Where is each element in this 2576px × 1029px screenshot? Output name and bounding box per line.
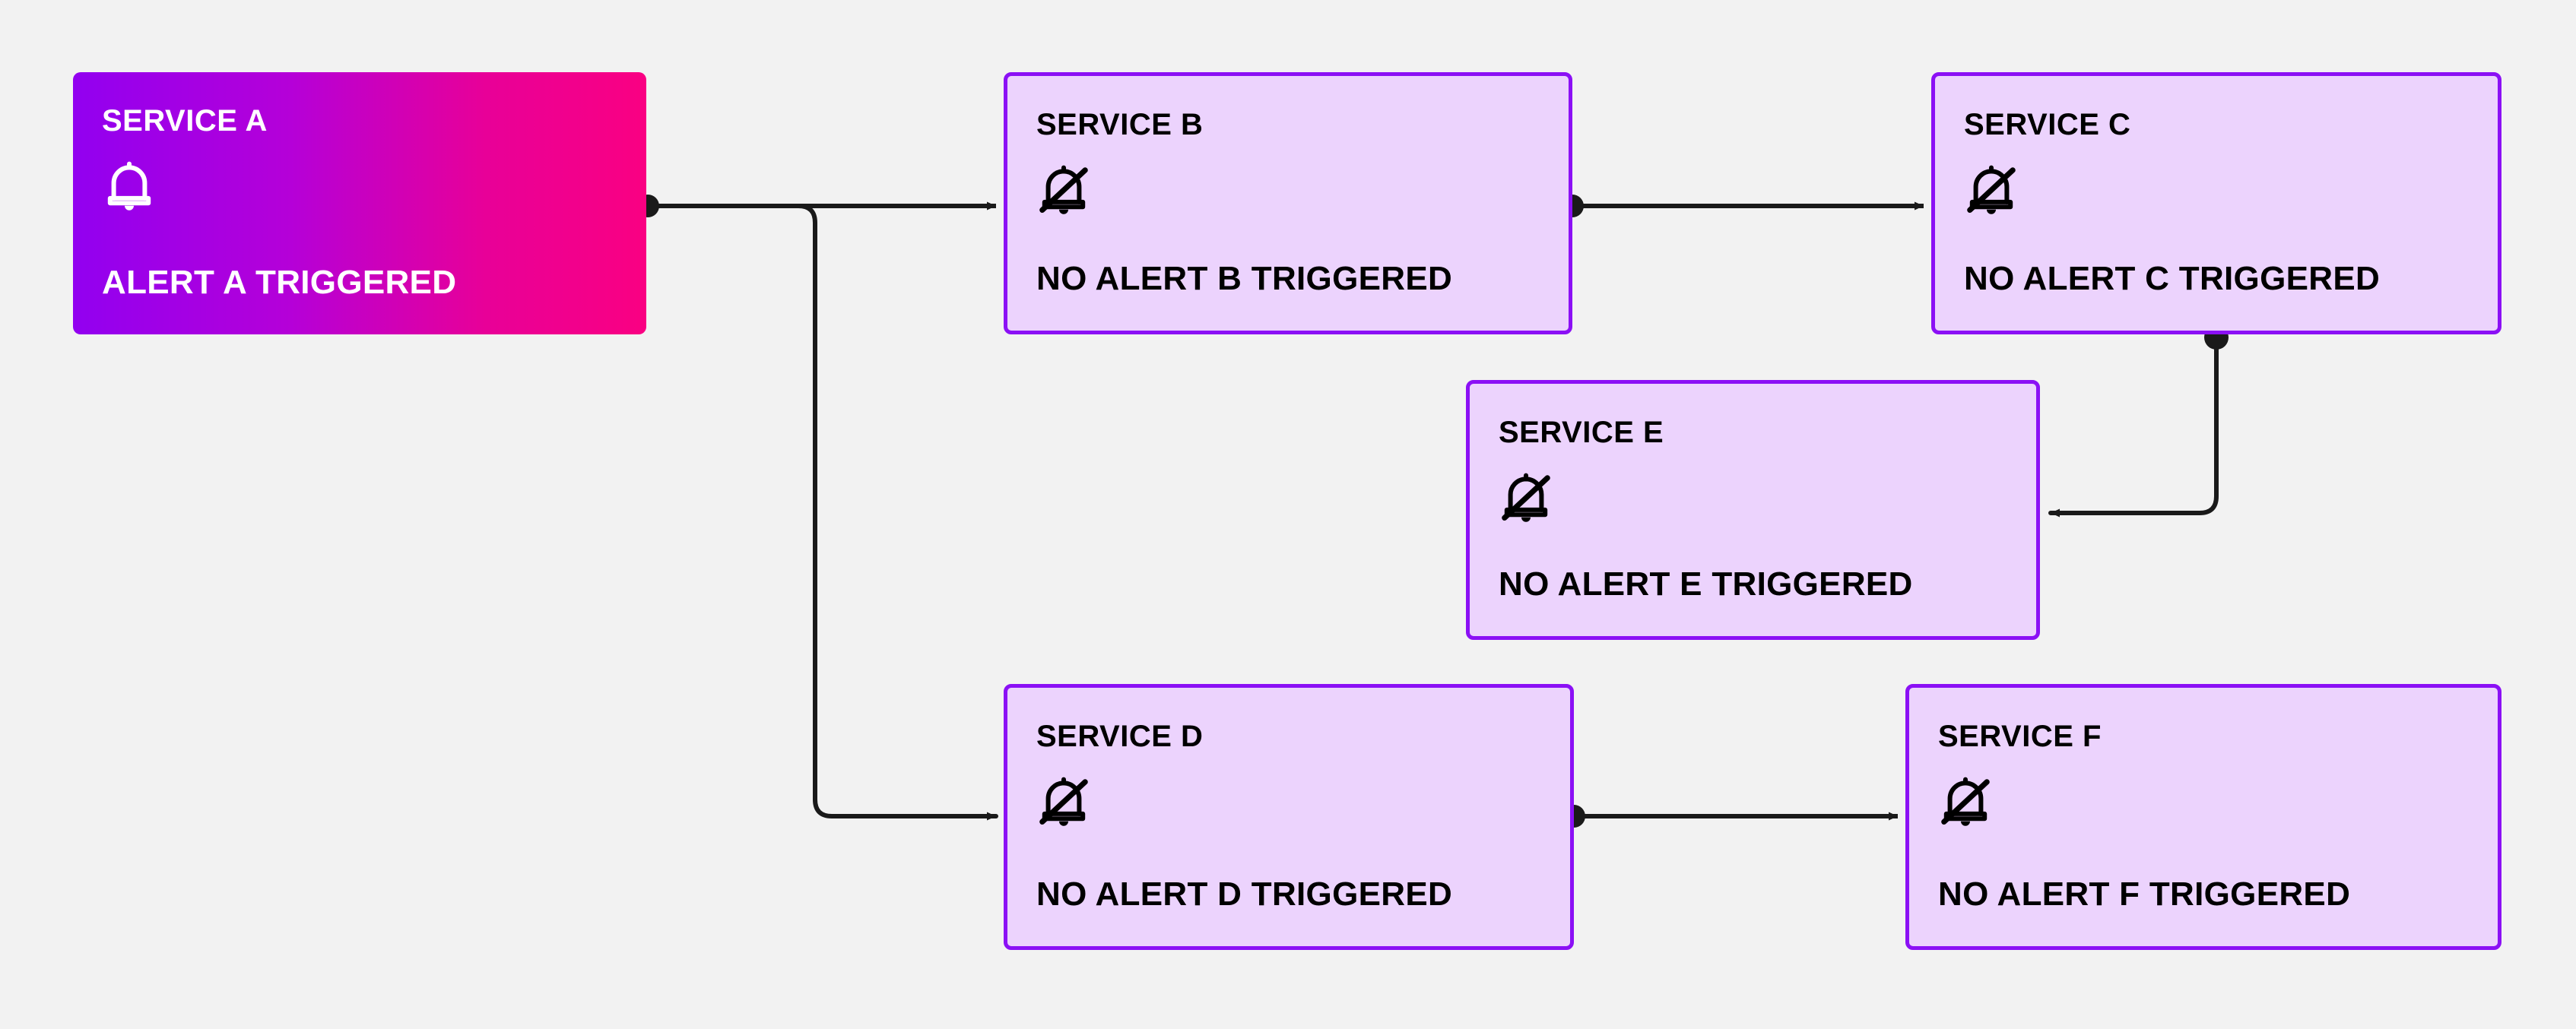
- service-node-e[interactable]: SERVICE E NO ALERT E TRIGGERED: [1466, 380, 2040, 640]
- service-node-c-title: SERVICE C: [1964, 108, 2131, 141]
- edge-path-c-e: [2048, 343, 2219, 518]
- service-node-b[interactable]: SERVICE B NO ALERT B TRIGGERED: [1004, 72, 1572, 334]
- edge-path-a-d: [653, 204, 998, 821]
- bell-off-icon: [1499, 470, 1553, 525]
- bell-ringing-icon: [102, 159, 157, 214]
- service-node-e-status: NO ALERT E TRIGGERED: [1499, 565, 1913, 603]
- service-node-f-status: NO ALERT F TRIGGERED: [1938, 875, 2351, 913]
- edge-a-to-d: [653, 204, 998, 821]
- service-node-f-title: SERVICE F: [1938, 720, 2102, 753]
- service-node-d-status: NO ALERT D TRIGGERED: [1036, 875, 1453, 913]
- bell-off-icon: [1036, 163, 1091, 217]
- edge-c-to-e: [2048, 325, 2229, 518]
- service-node-a-status: ALERT A TRIGGERED: [102, 264, 457, 301]
- bell-off-icon: [1036, 774, 1091, 829]
- service-node-a[interactable]: SERVICE A ALERT A TRIGGERED: [73, 72, 646, 334]
- service-node-d[interactable]: SERVICE D NO ALERT D TRIGGERED: [1004, 684, 1574, 950]
- service-node-b-status: NO ALERT B TRIGGERED: [1036, 260, 1453, 297]
- service-node-d-title: SERVICE D: [1036, 720, 1204, 753]
- bell-off-icon: [1964, 163, 2019, 217]
- edge-b-to-c: [1561, 195, 1924, 217]
- service-node-e-title: SERVICE E: [1499, 416, 1664, 449]
- service-node-c[interactable]: SERVICE C NO ALERT C TRIGGERED: [1931, 72, 2501, 334]
- service-node-f[interactable]: SERVICE F NO ALERT F TRIGGERED: [1905, 684, 2501, 950]
- service-node-a-title: SERVICE A: [102, 104, 268, 138]
- edge-a-to-b: [636, 195, 996, 217]
- service-node-b-title: SERVICE B: [1036, 108, 1204, 141]
- service-node-c-status: NO ALERT C TRIGGERED: [1964, 260, 2381, 297]
- edge-d-to-f: [1562, 805, 1898, 828]
- bell-off-icon: [1938, 774, 1993, 829]
